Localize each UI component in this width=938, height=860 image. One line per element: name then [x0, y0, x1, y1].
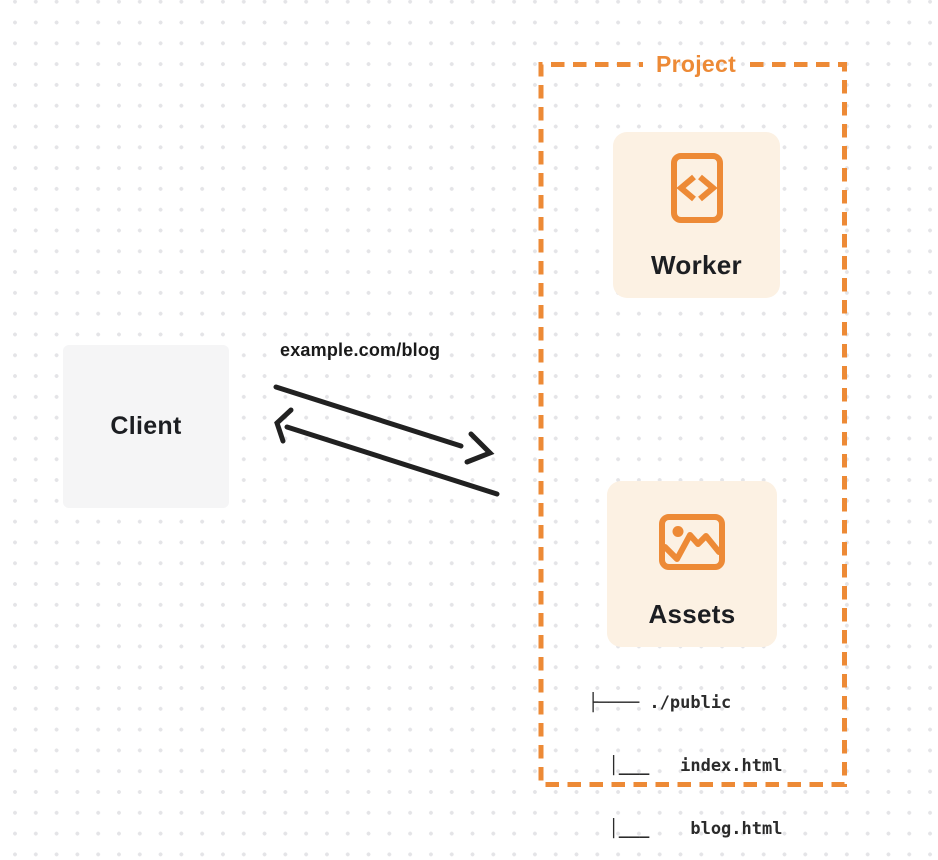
tree-line-index: │___ index.html [588, 756, 783, 776]
tree-line-blog: │___ blog.html [588, 819, 783, 839]
client-box: Client [63, 345, 229, 508]
worker-label: Worker [651, 250, 742, 280]
request-url-label: example.com/blog [280, 340, 441, 360]
file-tree: ├──── ./public │___ index.html │___ blog… [588, 651, 793, 860]
image-icon [607, 514, 777, 570]
request-arrow-shaft [273, 384, 464, 449]
assets-card: Assets [607, 481, 777, 647]
code-file-icon [613, 153, 780, 223]
response-arrowhead-icon [274, 407, 294, 444]
worker-card: Worker [613, 132, 780, 298]
response-arrow-shaft [284, 424, 500, 497]
tree-line-public: ├──── ./public [588, 693, 732, 713]
client-label: Client [110, 412, 182, 440]
project-label: Project [655, 51, 737, 77]
assets-label: Assets [648, 599, 736, 629]
request-arrowhead-icon [464, 431, 495, 465]
